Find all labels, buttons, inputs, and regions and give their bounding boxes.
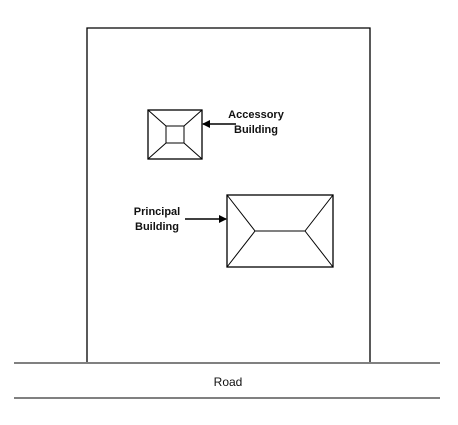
accessory-building	[147, 109, 203, 160]
lot-boundary	[86, 27, 371, 362]
principal-label-line2: Building	[135, 221, 179, 233]
accessory-label-line1: Accessory	[228, 109, 285, 121]
principal-building	[226, 194, 334, 268]
principal-label-line1: Principal	[134, 206, 180, 218]
road-label: Road	[214, 375, 243, 389]
accessory-label-line2: Building	[234, 124, 278, 136]
